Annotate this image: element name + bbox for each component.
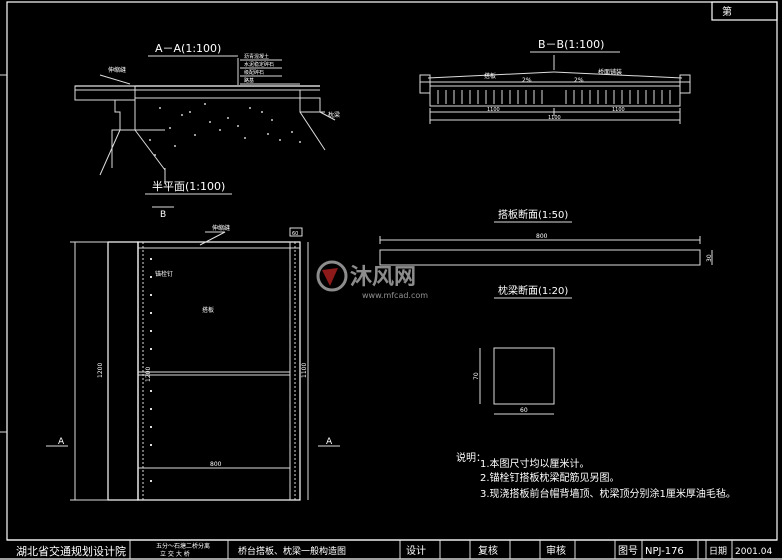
title-block-fig-no-label: 图号 bbox=[618, 545, 638, 557]
half-plan-dim-left: 1200 bbox=[97, 363, 104, 378]
half-plan-label-slab: 搭板 bbox=[202, 306, 214, 314]
slab-thickness-dim: 30 bbox=[706, 254, 713, 262]
title-block-project-line1: 五分～石塘二桥分离 bbox=[156, 542, 210, 550]
half-plan-slab bbox=[137, 241, 301, 501]
half-plan-bolts bbox=[150, 258, 152, 482]
watermark-brand: 沐风网 bbox=[350, 265, 416, 290]
section-bb-left-label: 搭板 bbox=[484, 72, 496, 80]
half-plan-dim-mid: 1200 bbox=[145, 367, 152, 382]
half-plan: 半平面(1:100) B 1200 1200 1100 60 bbox=[46, 168, 340, 501]
title-block-review-label: 审核 bbox=[546, 544, 566, 557]
title-block-check-label: 复核 bbox=[478, 544, 498, 557]
half-plan-wall bbox=[107, 241, 139, 501]
title-block-date-label: 日期 bbox=[709, 546, 727, 557]
half-plan-mark-left: A bbox=[58, 437, 65, 447]
section-bb-ribs bbox=[437, 90, 671, 104]
half-plan-title: 半平面(1:100) bbox=[152, 179, 225, 193]
section-bb-title: B－B(1:100) bbox=[538, 38, 604, 51]
section-bb-dim-total: 1100 bbox=[548, 115, 561, 121]
section-bb: B－B(1:100) 搭板 桥面铺装 2% 2% 1100 1 bbox=[419, 38, 691, 124]
beam-height-dim: 70 bbox=[473, 372, 480, 380]
title-block-date: 2001.04 bbox=[735, 547, 772, 557]
slab-section-shape bbox=[379, 249, 701, 266]
section-aa: A－A(1:100) 沥青混凝土 水泥稳定碎石 级配碎石 路基 bbox=[74, 42, 340, 176]
half-plan-dim-top-right: 60 bbox=[292, 231, 298, 237]
half-plan-mark-right: A bbox=[326, 437, 333, 447]
section-bb-dim-right: 1100 bbox=[612, 107, 625, 113]
half-plan-dim-bottom: 800 bbox=[210, 461, 222, 468]
watermark: 沐风网 www.mfcad.com bbox=[316, 260, 428, 300]
sheet-number-box bbox=[711, 1, 778, 21]
section-bb-dim-left: 1100 bbox=[487, 107, 500, 113]
half-plan-section-mark: B bbox=[160, 210, 166, 220]
note-item-2: 2.锚栓钉搭板枕梁配筋见另图。 bbox=[480, 471, 620, 484]
section-aa-right-label: 枕梁 bbox=[328, 111, 340, 119]
sheet-number-label: 第 bbox=[722, 5, 732, 18]
section-aa-left-label: 伸缩缝 bbox=[108, 66, 126, 74]
half-plan-label-anchor: 锚栓钉 bbox=[155, 270, 173, 278]
beam-section-shape bbox=[493, 347, 555, 405]
beam-width-dim: 60 bbox=[520, 407, 528, 414]
note-item-1: 1.本图尺寸均以厘米计。 bbox=[480, 457, 590, 470]
section-bb-right-label: 桥面铺装 bbox=[598, 68, 622, 76]
section-bb-slope-right: 2% bbox=[574, 77, 584, 84]
title-block-project-line2: 立 交 大 桥 bbox=[160, 550, 190, 558]
section-aa-callout-2: 水泥稳定碎石 bbox=[244, 61, 274, 68]
title-block-org: 湖北省交通规划设计院 bbox=[16, 544, 126, 558]
watermark-logo-icon bbox=[316, 260, 348, 292]
note-item-3: 3.现浇搭板前台帽背墙顶、枕梁顶分别涂1厘米厚油毛毡。 bbox=[480, 487, 736, 500]
section-aa-callout-4: 路基 bbox=[244, 77, 254, 84]
title-block-drawing-name: 桥台搭板、枕梁一般构造图 bbox=[238, 545, 346, 557]
section-aa-callout-1: 沥青混凝土 bbox=[244, 53, 269, 60]
title-block: 湖北省交通规划设计院 五分～石塘二桥分离 立 交 大 桥 桥台搭板、枕梁一般构造… bbox=[0, 539, 782, 560]
slab-length-dim: 800 bbox=[536, 233, 548, 240]
section-bb-deck bbox=[429, 85, 681, 107]
title-block-fig-no: NPJ-176 bbox=[645, 546, 684, 557]
watermark-url: www.mfcad.com bbox=[362, 291, 428, 300]
title-block-design-label: 设计 bbox=[406, 544, 426, 557]
half-plan-label-top: 伸缩缝 bbox=[212, 224, 230, 232]
section-aa-callout-3: 级配碎石 bbox=[244, 69, 264, 76]
half-plan-dim-right: 1100 bbox=[301, 363, 308, 378]
section-aa-fill-hatch bbox=[149, 103, 301, 156]
slab-section: 搭板断面(1:50) 800 30 bbox=[379, 208, 713, 266]
section-bb-slope-left: 2% bbox=[522, 77, 532, 84]
slab-section-title: 搭板断面(1:50) bbox=[498, 208, 568, 221]
section-aa-title: A－A(1:100) bbox=[155, 42, 221, 55]
notes-heading: 说明： bbox=[456, 451, 486, 464]
notes: 说明： 1.本图尺寸均以厘米计。 2.锚栓钉搭板枕梁配筋见另图。 3.现浇搭板前… bbox=[456, 451, 736, 500]
beam-section-title: 枕梁断面(1:20) bbox=[498, 284, 568, 297]
beam-section: 枕梁断面(1:20) 70 60 bbox=[473, 284, 572, 415]
